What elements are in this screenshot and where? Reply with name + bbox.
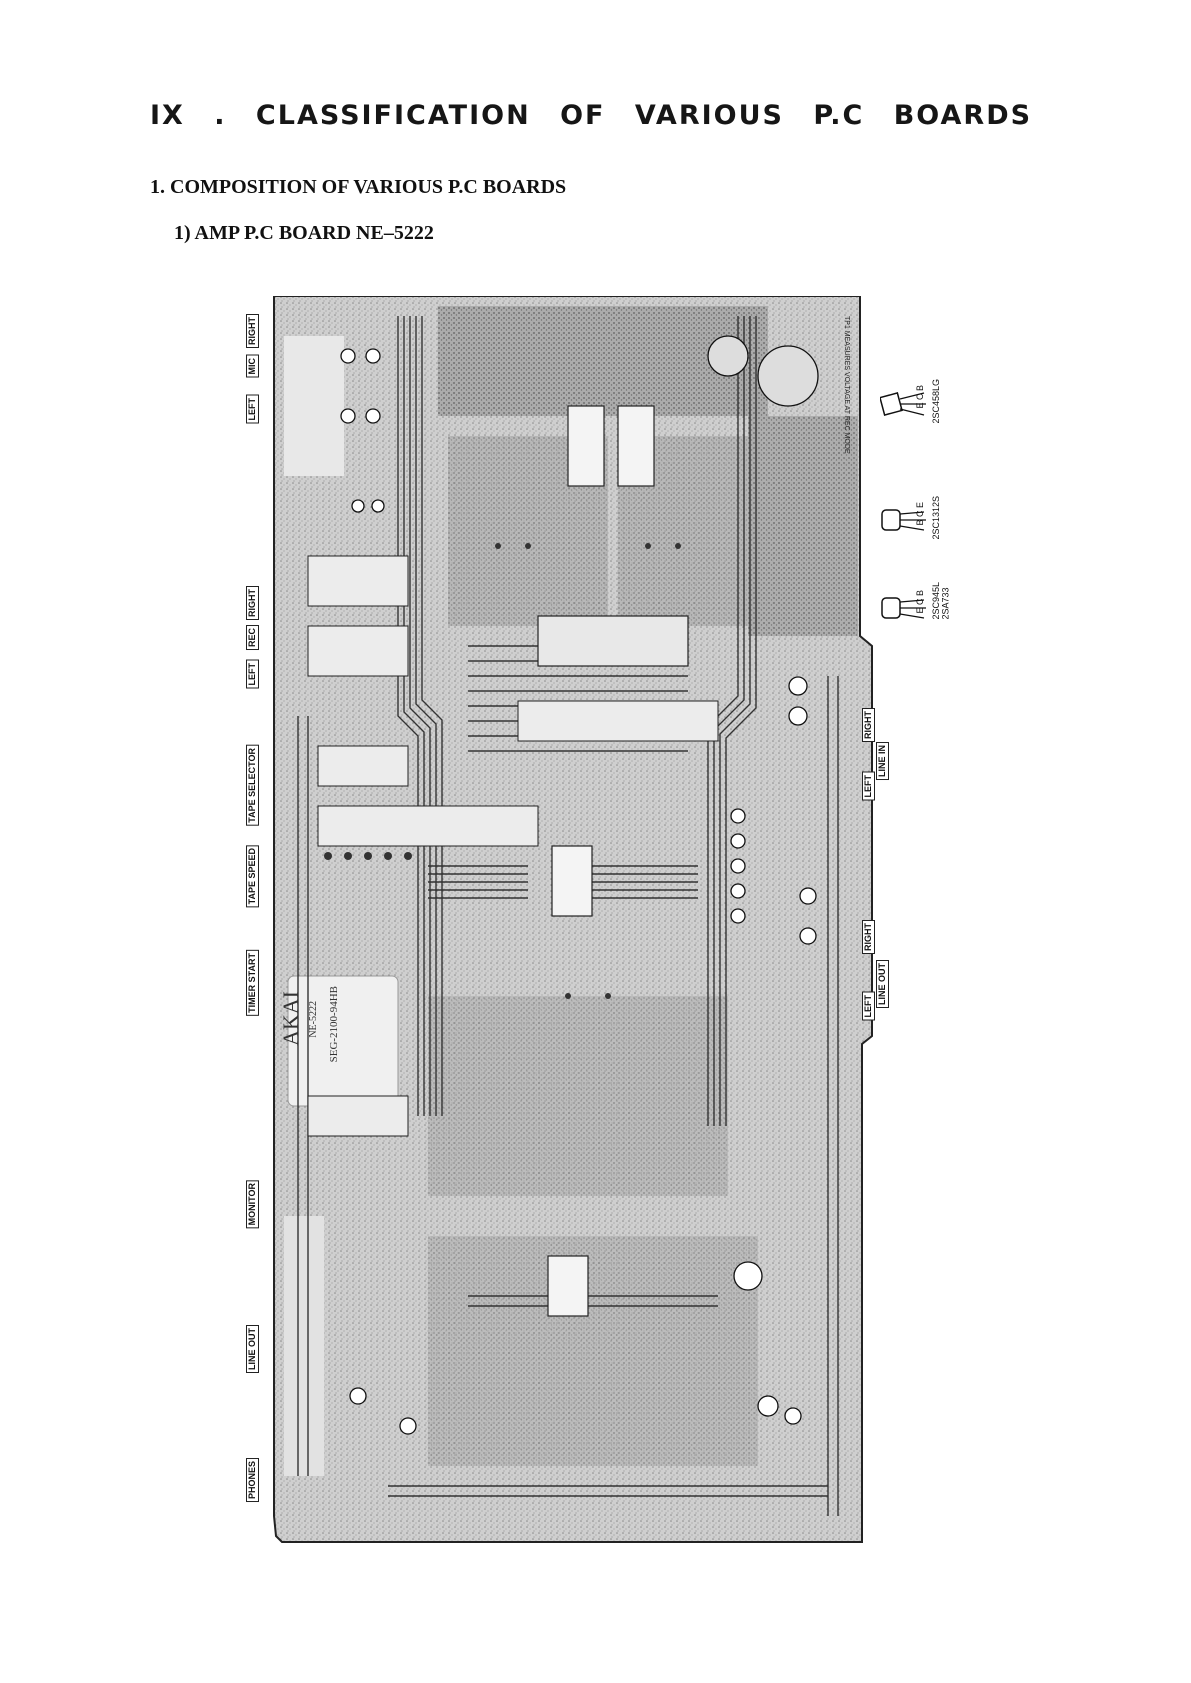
rec-right-label: RIGHT (246, 586, 259, 620)
mic-label: MIC (246, 355, 259, 378)
transistor-type: 2SC1312S (931, 496, 941, 540)
tape-speed-label: TAPE SPEED (246, 845, 259, 908)
line-in-label: LINE IN (876, 742, 889, 781)
transistor-pinout-1: E C B 2SC458LG (879, 379, 960, 445)
transistor-type: 2SC945L 2SA733 (931, 582, 951, 620)
line-in-left-label: LEFT (862, 772, 875, 801)
rec-mode-note: TP1 MEASURES VOLTAGE AT REC MODE (843, 316, 850, 454)
transistor-type: 2SC458LG (931, 379, 941, 424)
transistor-pinout-2: B C E 2SC1312S (880, 496, 960, 562)
timer-start-label: TIMER START (246, 950, 259, 1016)
line-in-right-label: RIGHT (862, 708, 875, 742)
rec-label: REC (246, 625, 259, 651)
transistor-pins: E C B (915, 385, 925, 409)
board-model-mark: NE-5222 (308, 1001, 319, 1038)
rec-left-label: LEFT (246, 660, 259, 689)
transistor-pins: B C E (915, 502, 925, 526)
transistor-pins: E C B (915, 590, 925, 614)
line-out-left-side-label: LINE OUT (246, 1325, 259, 1373)
maker-mark: AKAI (278, 991, 303, 1046)
section-heading: 1. COMPOSITION OF VARIOUS P.C BOARDS (150, 176, 567, 198)
transistor-pinout-3: E C B 2SC945L 2SA733 (880, 582, 960, 650)
line-out-right-label: RIGHT (862, 920, 875, 954)
line-out-left-label: LEFT (862, 992, 875, 1021)
sub-heading: 1) AMP P.C BOARD NE–5222 (174, 222, 434, 244)
chapter-title: IX . CLASSIFICATION OF VARIOUS P.C BOARD… (150, 100, 1033, 131)
transistor-icon (881, 597, 926, 619)
phones-label: PHONES (246, 1458, 259, 1503)
board-code-mark: SEG-2100-94HB (328, 986, 340, 1063)
mic-left-label: LEFT (246, 395, 259, 424)
tape-selector-label: TAPE SELECTOR (246, 745, 259, 826)
pcb-board-svg (273, 296, 873, 1543)
monitor-label: MONITOR (246, 1180, 259, 1229)
line-out-right-side-label: LINE OUT (876, 960, 889, 1008)
transistor-icon (881, 509, 926, 531)
transistor-icon (879, 392, 926, 416)
pcb-board-diagram: AKAI NE-5222 SEG-2100-94HB TP1 MEASURES … (268, 296, 878, 1548)
mic-right-label: RIGHT (246, 314, 259, 348)
